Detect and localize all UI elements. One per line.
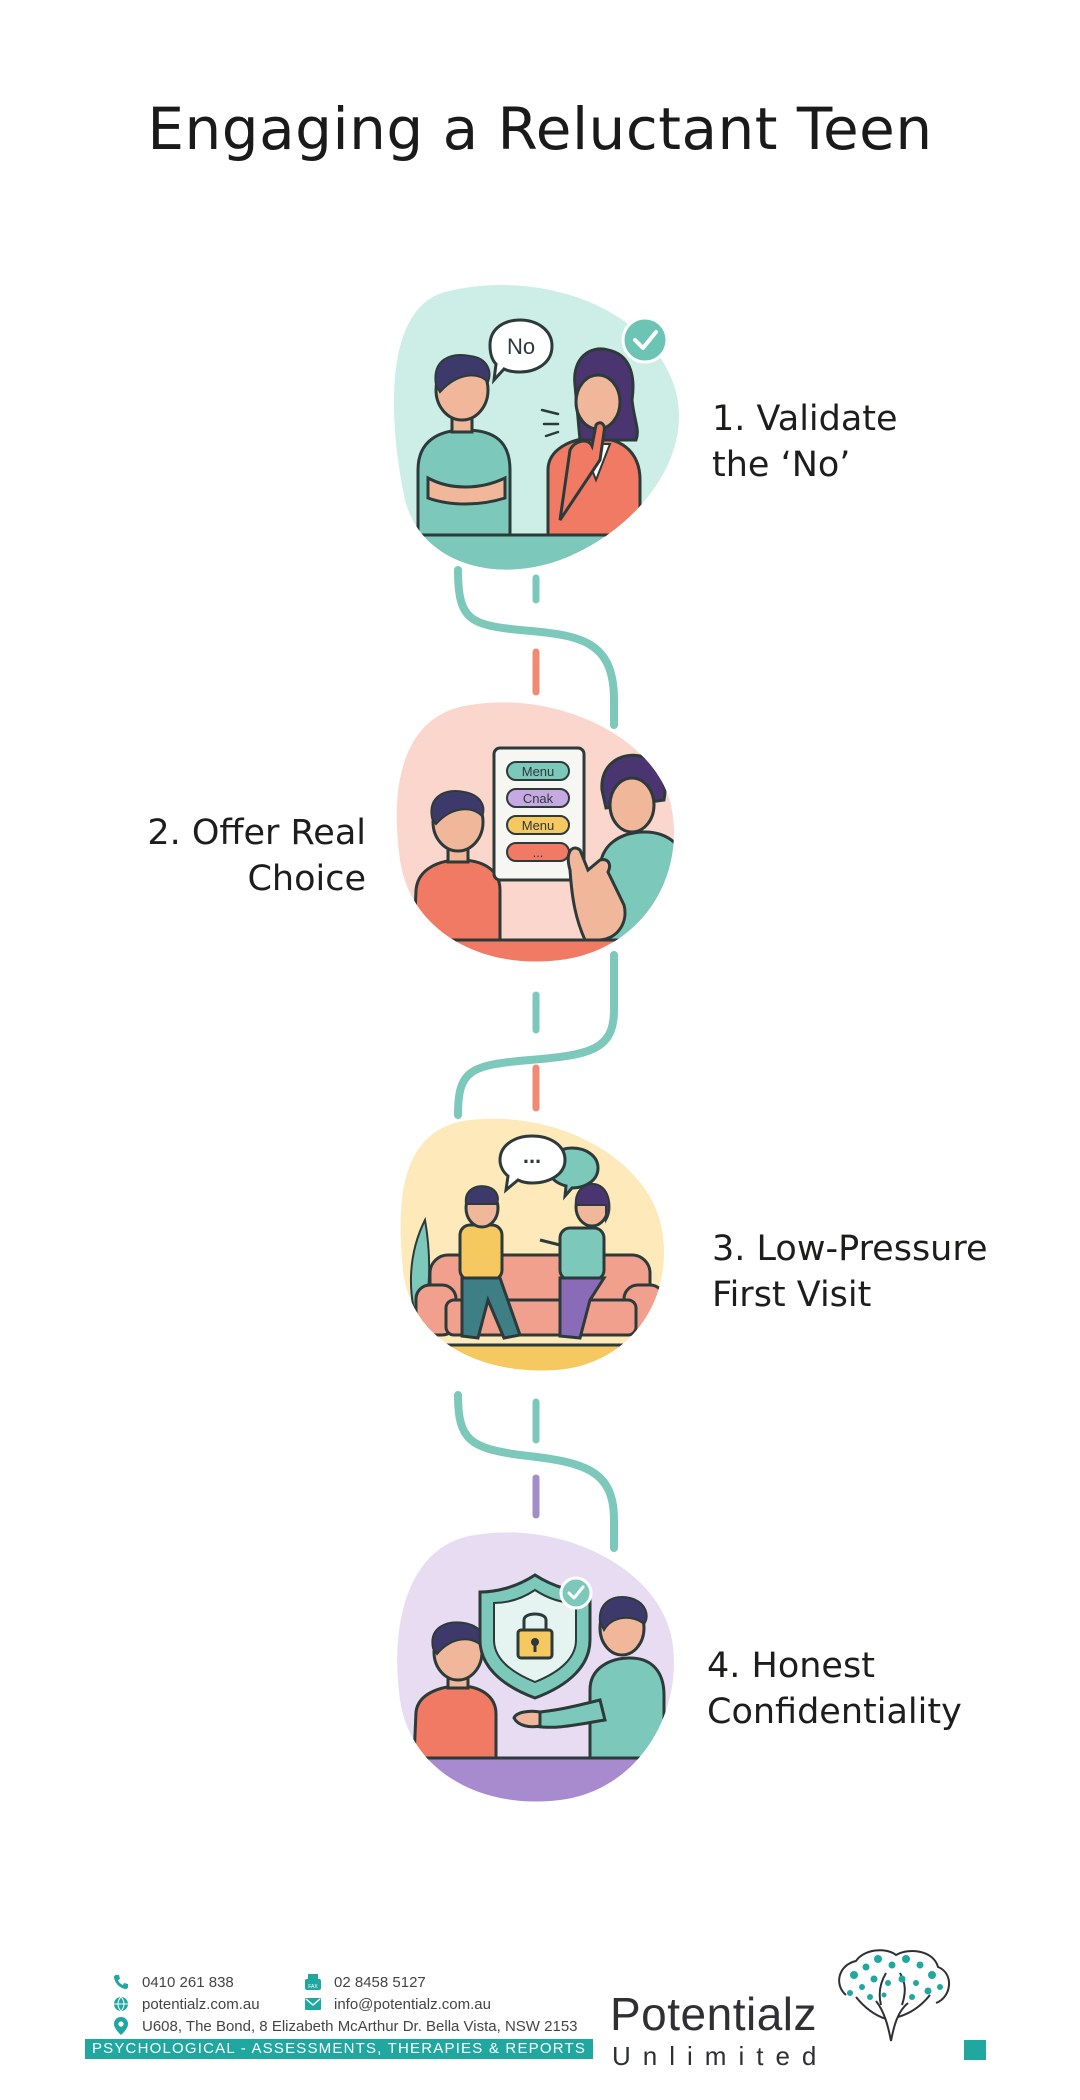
check-badge-icon: [621, 316, 669, 364]
globe-icon: [112, 1995, 130, 2013]
brand-name: Potentialz: [610, 1988, 818, 2040]
chat-bubbles-icon: ...: [498, 1134, 600, 1201]
menu-item-2: Cnak: [523, 791, 554, 806]
fax-icon: FAX: [304, 1973, 322, 1991]
brand-subtitle: Unlimited: [612, 2041, 829, 2071]
step-3-line1: 3. Low-Pressure: [712, 1229, 988, 1269]
website-link: potentialz.com.au: [142, 1995, 260, 2013]
step-2-illustration: Menu Cnak Menu ...: [396, 702, 674, 962]
brain-tree-logo: [838, 1949, 950, 2042]
fax-number: 02 8458 5127: [334, 1973, 426, 1991]
connector-1-2: [454, 566, 618, 729]
choice-menu-card: Menu Cnak Menu ...: [492, 746, 586, 882]
menu-item-3: Menu: [522, 818, 555, 833]
step-2-line1: 2. Offer Real: [147, 813, 366, 853]
step-1-label: 1. Validate the ‘No’: [712, 396, 898, 488]
svg-text:FAX: FAX: [308, 1984, 318, 1990]
step-2-label: 2. Offer Real Choice: [110, 810, 366, 902]
step-3-label: 3. Low-Pressure First Visit: [712, 1226, 988, 1318]
footer-website[interactable]: potentialz.com.au: [112, 1995, 260, 2013]
phone-icon: [112, 1973, 130, 1991]
services-banner: PSYCHOLOGICAL - ASSESSMENTS, THERAPIES &…: [85, 2039, 593, 2059]
menu-item-1: Menu: [522, 764, 555, 779]
speech-no-text: No: [507, 334, 535, 359]
step-1-illustration: No: [393, 285, 679, 570]
step-4-line2: Confidentiality: [707, 1692, 962, 1732]
page-title: Engaging a Reluctant Teen: [147, 95, 933, 163]
speech-bubble-no: No: [488, 318, 554, 385]
location-pin-icon: [112, 2017, 130, 2035]
footer-fax: FAX 02 8458 5127: [304, 1973, 426, 1991]
menu-item-4: ...: [533, 845, 544, 860]
footer: 0410 261 838 FAX 02 8458 5127 potentialz…: [0, 1945, 1080, 2100]
shield-lock-icon: [478, 1573, 592, 1700]
step-3-line2: First Visit: [712, 1275, 872, 1315]
illustration-canvas: No Menu Cnak: [393, 285, 679, 1802]
brand-accent-square: [964, 2040, 986, 2060]
footer-email[interactable]: info@potentialz.com.au: [304, 1995, 491, 2013]
phone-number: 0410 261 838: [142, 1973, 234, 1991]
step-4-line1: 4. Honest: [707, 1646, 875, 1686]
address-text: U608, The Bond, 8 Elizabeth McArthur Dr.…: [142, 2017, 578, 2035]
check-badge-icon: [559, 1576, 593, 1610]
connector-3-4: [454, 1391, 618, 1552]
step-4-illustration: [397, 1532, 674, 1802]
footer-address: U608, The Bond, 8 Elizabeth McArthur Dr.…: [112, 2017, 578, 2035]
email-link: info@potentialz.com.au: [334, 1995, 491, 2013]
step-4-label: 4. Honest Confidentiality: [707, 1643, 962, 1735]
footer-phone[interactable]: 0410 261 838: [112, 1973, 234, 1991]
connector-2-3: [454, 951, 618, 1119]
pointing-hand: [566, 846, 627, 942]
envelope-icon: [304, 1995, 322, 2013]
step-2-line2: Choice: [247, 859, 366, 899]
step-3-illustration: ...: [400, 1118, 664, 1371]
chat-dots: ...: [523, 1143, 541, 1168]
step-1-line2: the ‘No’: [712, 445, 851, 485]
step-1-line1: 1. Validate: [712, 399, 898, 439]
